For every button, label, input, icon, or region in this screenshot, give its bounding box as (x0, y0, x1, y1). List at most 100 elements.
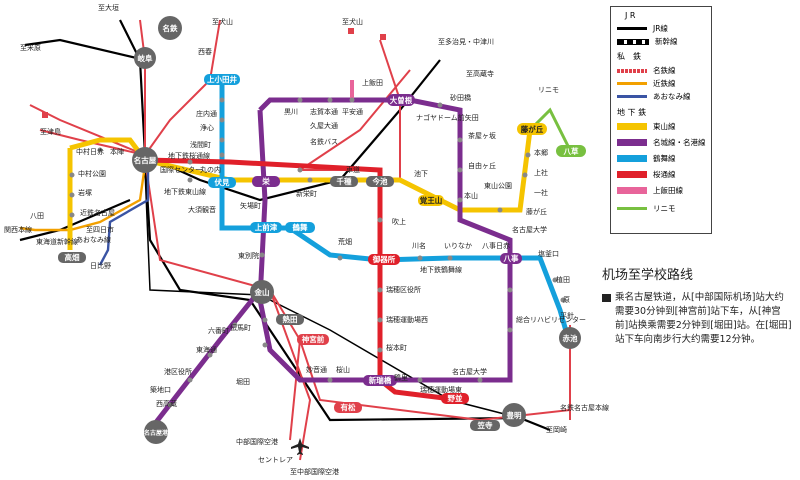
svg-text:大曽根: 大曽根 (390, 95, 413, 105)
tsurumai-line (219, 75, 573, 346)
svg-text:国際センター: 国際センター (160, 165, 202, 174)
station-fujigaoka[interactable]: 藤が丘 (517, 123, 547, 135)
legend-subway-header: 地 下 鉄 (617, 108, 647, 117)
station-kamimaezu[interactable]: 上前津 (250, 222, 282, 233)
sakuradori-line (144, 157, 461, 403)
svg-text:八事: 八事 (503, 253, 519, 263)
station-tsurumai[interactable]: 鶴舞 (285, 222, 315, 233)
svg-text:平針: 平針 (560, 311, 574, 320)
jr-line-swatch (617, 27, 647, 30)
svg-text:日比野: 日比野 (90, 261, 111, 270)
station-shin-mizuho[interactable]: 新瑞橋 (363, 375, 397, 386)
svg-text:名古屋港: 名古屋港 (144, 429, 169, 437)
svg-text:鶴舞: 鶴舞 (293, 222, 308, 232)
svg-text:上社: 上社 (534, 168, 548, 177)
svg-text:上前津: 上前津 (255, 222, 278, 232)
svg-text:本郷: 本郷 (534, 148, 548, 157)
line-end-markers (42, 28, 386, 118)
airplane-icon (291, 438, 309, 455)
legend-item-linimo: リニモ (617, 203, 676, 214)
svg-text:覚王山: 覚王山 (420, 195, 443, 205)
station-kanayama[interactable]: 金山 (250, 280, 274, 304)
svg-text:原: 原 (563, 296, 570, 304)
svg-text:本陣: 本陣 (110, 147, 124, 156)
station-hoshigaoka[interactable]: 覚王山 (418, 195, 444, 206)
svg-text:瑞穂運動場東: 瑞穂運動場東 (420, 385, 462, 394)
station-nonami[interactable]: 野並 (441, 393, 469, 404)
legend-private-header: 私 鉄 (617, 52, 641, 61)
svg-text:至四日市: 至四日市 (86, 225, 114, 234)
station-atsuta[interactable]: 熱田 (276, 314, 304, 325)
station-fushimi[interactable]: 伏見 (208, 177, 236, 188)
station-akaike[interactable]: 赤池 (559, 327, 581, 349)
station-gokiso[interactable]: 御器所 (368, 254, 400, 265)
svg-text:高畑: 高畑 (65, 252, 80, 262)
station-arimatsu[interactable]: 有松 (334, 402, 362, 413)
svg-text:笠寺: 笠寺 (477, 420, 493, 430)
svg-text:至米原: 至米原 (20, 43, 41, 52)
station-chikusa[interactable]: 千種 (330, 176, 358, 187)
svg-text:平安通: 平安通 (342, 107, 363, 116)
svg-text:伏見: 伏見 (215, 177, 230, 187)
station-meitetsu-tokoname[interactable]: 名古屋港 (144, 420, 169, 444)
svg-text:藤が丘: 藤が丘 (526, 207, 547, 216)
svg-text:自由ヶ丘: 自由ヶ丘 (468, 161, 496, 170)
station-toyoake[interactable]: 豊明 (502, 403, 526, 427)
station-nagoya[interactable]: 名古屋 (132, 147, 158, 173)
svg-text:至大垣: 至大垣 (98, 3, 119, 12)
map-legend: J R JR線 新幹線 私 鉄 名鉄線 近鉄線 あおなみ線 地 下 鉄 東山線 … (610, 6, 712, 234)
svg-text:西高蔵: 西高蔵 (156, 399, 177, 408)
svg-text:築地口: 築地口 (150, 385, 171, 394)
svg-text:関西本線: 関西本線 (4, 225, 32, 234)
svg-text:八事日赤: 八事日赤 (482, 241, 510, 250)
legend-item-kintetsu: 近鉄線 (617, 78, 676, 89)
svg-text:名鉄バス: 名鉄バス (310, 137, 338, 146)
svg-text:至高蔵寺: 至高蔵寺 (466, 69, 494, 78)
station-jingumae[interactable]: 神宮前 (297, 334, 329, 345)
svg-text:名古屋: 名古屋 (134, 155, 157, 165)
svg-text:野並: 野並 (448, 393, 463, 403)
svg-text:ナゴヤドーム前矢田: ナゴヤドーム前矢田 (416, 113, 479, 122)
svg-text:至犬山: 至犬山 (212, 17, 233, 26)
svg-text:至犬山: 至犬山 (342, 17, 363, 26)
svg-text:総合リハビリセンター: 総合リハビリセンター (516, 315, 586, 324)
svg-text:浄心: 浄心 (200, 123, 214, 132)
shinkansen-swatch (617, 38, 649, 45)
svg-text:吹上: 吹上 (392, 217, 406, 226)
station-yakusa[interactable]: 八草 (556, 145, 586, 157)
svg-text:東山公園: 東山公園 (484, 181, 512, 190)
station-yagoto[interactable]: 八事 (500, 253, 522, 264)
station-kasadera[interactable]: 笠寺 (470, 420, 500, 431)
svg-text:八草: 八草 (563, 146, 579, 156)
svg-text:東海道新幹線: 東海道新幹線 (36, 237, 78, 246)
svg-text:久屋大通: 久屋大通 (310, 121, 338, 130)
route-body: 乘名古屋铁道，从[中部国际机场]站大约需要30分钟到[神宫前]站下车，从[神宫前… (602, 291, 792, 347)
station-meitetsu-gifu[interactable]: 名鉄 (158, 16, 182, 40)
legend-item-higashiyama: 東山線 (617, 121, 676, 132)
svg-text:豊明: 豊明 (507, 410, 522, 420)
station-kamiotai[interactable]: 上小田井 (204, 74, 240, 85)
svg-text:港区役所: 港区役所 (164, 367, 192, 376)
svg-text:中村日赤: 中村日赤 (76, 147, 104, 156)
station-sakae[interactable]: 栄 (252, 176, 280, 187)
station-gifu[interactable]: 岐阜 (134, 47, 156, 69)
svg-text:セントレア: セントレア (258, 456, 293, 464)
station-ozone[interactable]: 大曽根 (387, 94, 415, 106)
meitetsu-swatch (617, 68, 647, 73)
svg-text:いりなか: いりなか (444, 242, 472, 250)
svg-text:有松: 有松 (341, 402, 356, 412)
svg-text:地下鉄桜通線: 地下鉄桜通線 (168, 151, 210, 160)
station-takabata[interactable]: 高畑 (58, 252, 86, 263)
svg-text:瑞穂運動場西: 瑞穂運動場西 (386, 315, 428, 324)
svg-text:岩塚: 岩塚 (78, 188, 92, 197)
svg-text:茶屋ヶ坂: 茶屋ヶ坂 (468, 131, 496, 140)
svg-text:池下: 池下 (414, 169, 428, 178)
legend-item-tsurumai: 鶴舞線 (617, 153, 676, 164)
svg-text:地下鉄東山線: 地下鉄東山線 (164, 187, 206, 196)
svg-text:岐阜: 岐阜 (138, 53, 153, 63)
svg-text:砂田橋: 砂田橋 (450, 93, 471, 102)
svg-text:東別院: 東別院 (238, 251, 259, 260)
kamiiida-swatch (617, 187, 647, 194)
station-imaike[interactable]: 今池 (366, 176, 394, 187)
meitetsu-lines (29, 19, 571, 461)
